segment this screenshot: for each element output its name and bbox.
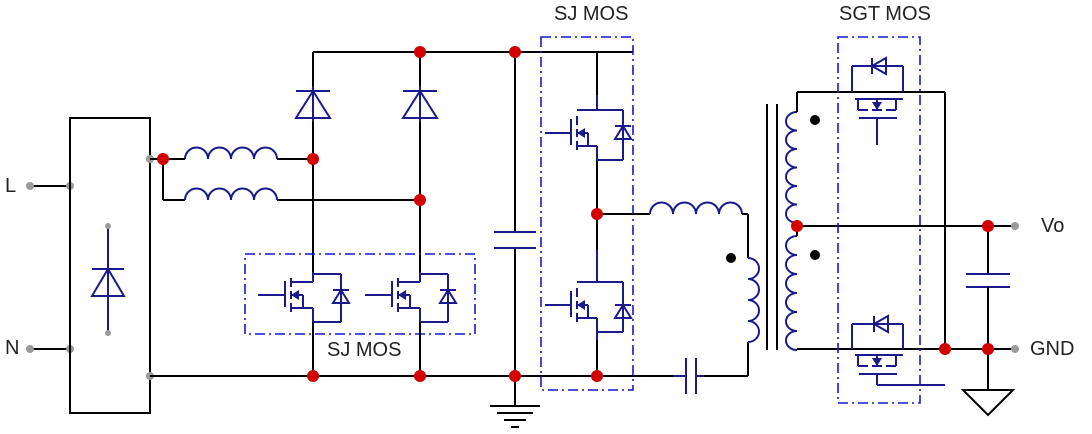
output-capacitor xyxy=(966,226,1010,390)
inductor-1 xyxy=(184,146,278,160)
pfc-wiring xyxy=(312,51,633,272)
pfc-switch-label: SJ MOS xyxy=(327,339,402,361)
secondary-wiring xyxy=(796,91,1015,350)
sync-rectifier-label: SGT MOS xyxy=(839,3,931,25)
bridge-rectifier xyxy=(69,117,154,414)
output-ground-symbol xyxy=(960,389,1016,417)
secondary-upper-polarity-dot xyxy=(810,115,820,125)
input-terminals xyxy=(26,182,74,353)
pfc-mosfet-wiring xyxy=(312,322,421,376)
input-wiring xyxy=(150,158,420,201)
sgt-mosfet-upper xyxy=(851,56,904,145)
transformer-core xyxy=(766,104,778,350)
llc-mosfet-low xyxy=(545,250,633,340)
inductor-2 xyxy=(184,187,278,201)
pfc-mosfet-2 xyxy=(365,272,458,323)
resonant-capacitor xyxy=(673,358,704,394)
pfc-diode-2 xyxy=(401,86,439,122)
chassis-ground-symbol xyxy=(490,405,540,428)
line-terminal-label: L xyxy=(5,175,17,197)
neutral-terminal-label: N xyxy=(5,337,20,359)
transformer-primary xyxy=(747,257,760,343)
tank-wiring xyxy=(704,213,749,377)
pfc-switch-box xyxy=(244,253,476,335)
junction-nodes xyxy=(157,46,994,382)
transformer-secondary-lower xyxy=(785,235,798,351)
bulk-capacitor xyxy=(494,231,536,249)
resonant-inductor xyxy=(649,201,743,215)
primary-polarity-dot xyxy=(726,253,736,263)
secondary-lower-polarity-dot xyxy=(810,250,820,260)
pfc-diode-1 xyxy=(294,86,332,122)
output-terminal-label: Vo xyxy=(1041,215,1065,237)
pfc-mosfet-1 xyxy=(258,272,351,323)
output-terminals xyxy=(1011,222,1019,353)
bridge-diode-symbol xyxy=(90,267,126,297)
sgt-mosfet-lower xyxy=(851,314,945,386)
ground-terminal-label: GND xyxy=(1030,338,1075,360)
sync-rectifier-box xyxy=(837,36,921,404)
llc-mosfet-high xyxy=(545,95,633,161)
llc-switch-label: SJ MOS xyxy=(554,3,629,25)
transformer-secondary-upper xyxy=(785,111,798,224)
